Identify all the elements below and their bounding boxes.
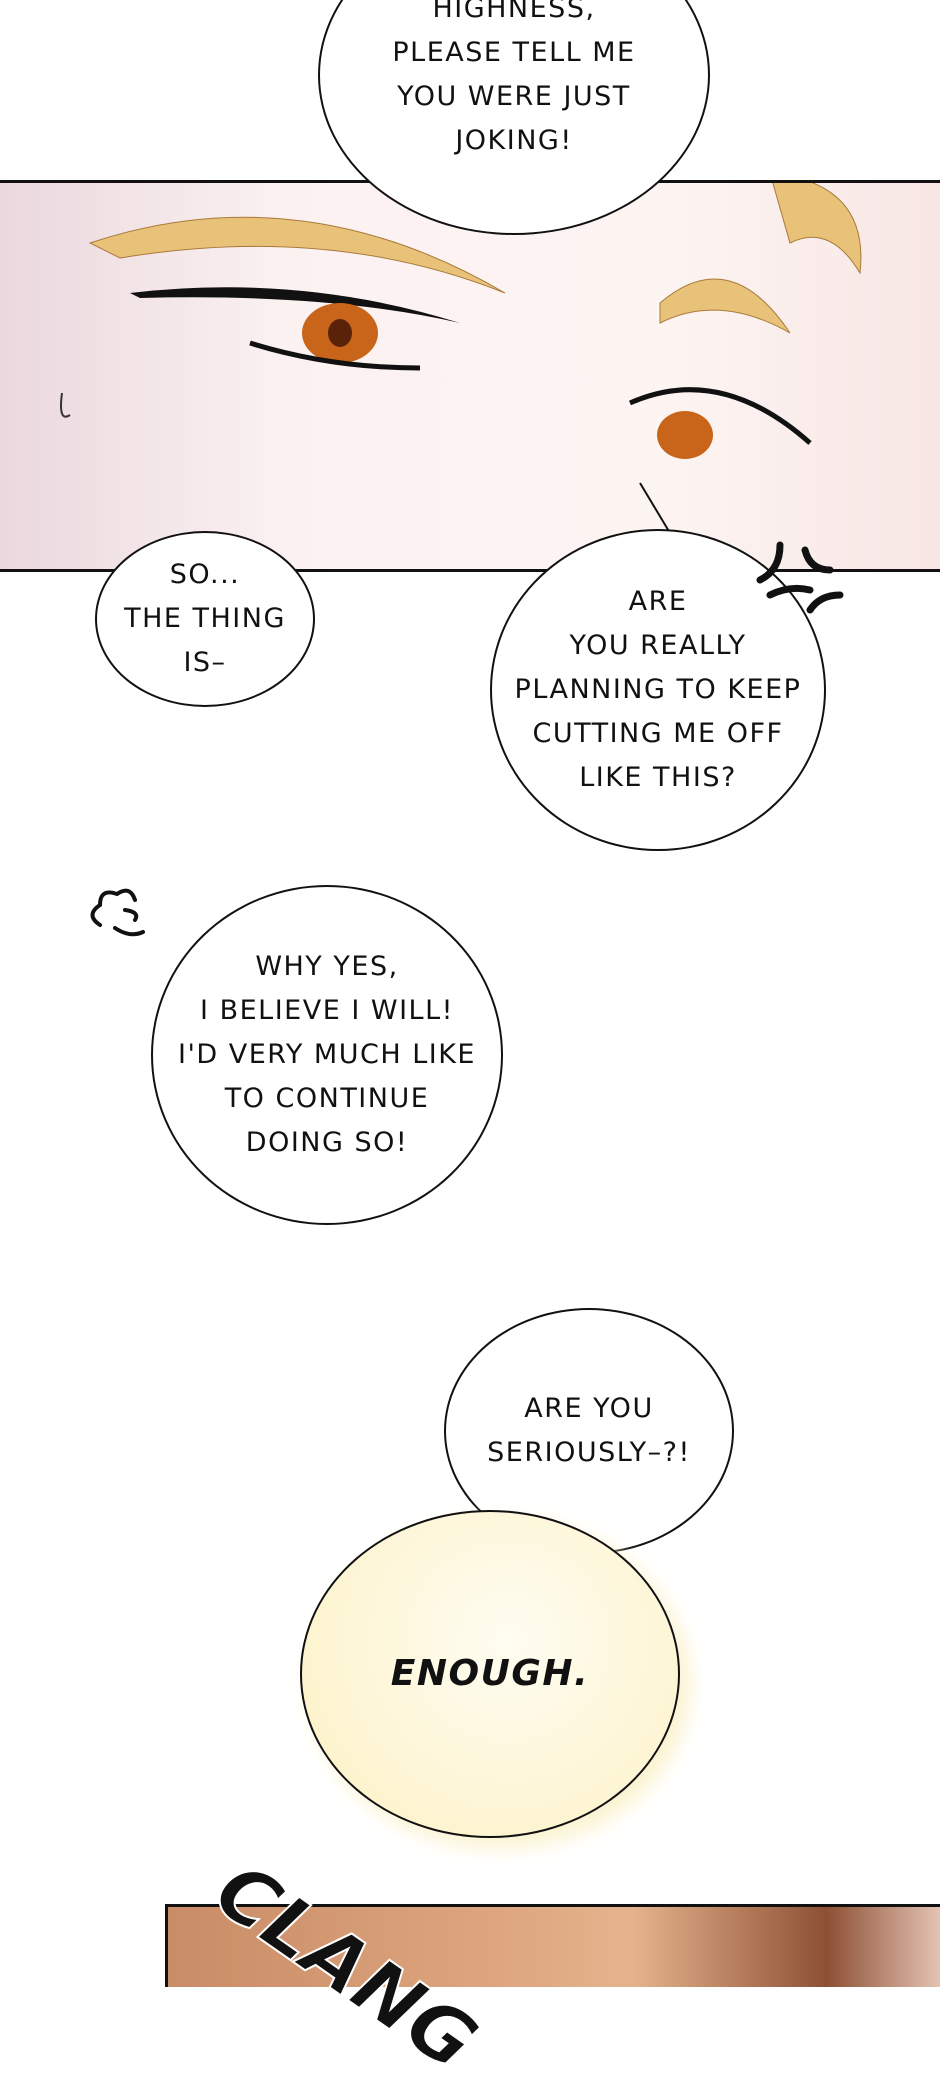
eyebrow-right xyxy=(659,278,791,334)
puff-icon xyxy=(90,888,145,937)
bubble-line: YOU REALLY xyxy=(569,630,747,661)
bubble-line: HIGHNESS, xyxy=(432,0,596,24)
sweat-drop xyxy=(60,392,71,418)
bubble-line: I BELIEVE I WILL! xyxy=(200,995,454,1026)
bubble-line: ARE YOU xyxy=(524,1393,654,1424)
panel-eyes-closeup xyxy=(0,180,940,572)
bubble-line: PLANNING TO KEEP xyxy=(514,674,802,705)
bubble-line: LIKE THIS? xyxy=(579,762,737,793)
eyebrow-left xyxy=(88,216,506,294)
bubble-line: WHY YES, xyxy=(255,951,399,982)
speech-bubble-why-yes: WHY YES, I BELIEVE I WILL! I'D VERY MUCH… xyxy=(151,885,503,1225)
bubble-line: SERIOUSLY–?! xyxy=(487,1437,691,1468)
bubble-line: PLEASE TELL ME xyxy=(392,37,636,68)
bubble-line: I'D VERY MUCH LIKE xyxy=(178,1039,476,1070)
bubble-line: TO CONTINUE xyxy=(224,1083,430,1114)
anger-mark-icon xyxy=(756,541,844,614)
bubble-line: IS– xyxy=(183,647,227,678)
speech-bubble-enough: ENOUGH. xyxy=(300,1510,680,1838)
bubble-line: YOU WERE JUST xyxy=(397,81,631,112)
bubble-line: JOKING! xyxy=(455,125,573,156)
bubble-line: SO... xyxy=(169,559,241,590)
bubble-line: ENOUGH. xyxy=(390,1653,590,1694)
bubble-line: CUTTING ME OFF xyxy=(532,718,784,749)
bubble-line: THE THING xyxy=(124,603,286,634)
bubble-line: DOING SO! xyxy=(245,1127,409,1158)
eyes-illustration xyxy=(60,183,862,569)
speech-bubble-so-the-thing: SO... THE THING IS– xyxy=(95,531,315,707)
bubble-line: ARE xyxy=(628,586,688,617)
speech-bubble-are-you-really: ARE YOU REALLY PLANNING TO KEEP CUTTING … xyxy=(490,529,826,851)
eyeline-left xyxy=(130,287,460,323)
eye-right xyxy=(657,411,713,459)
